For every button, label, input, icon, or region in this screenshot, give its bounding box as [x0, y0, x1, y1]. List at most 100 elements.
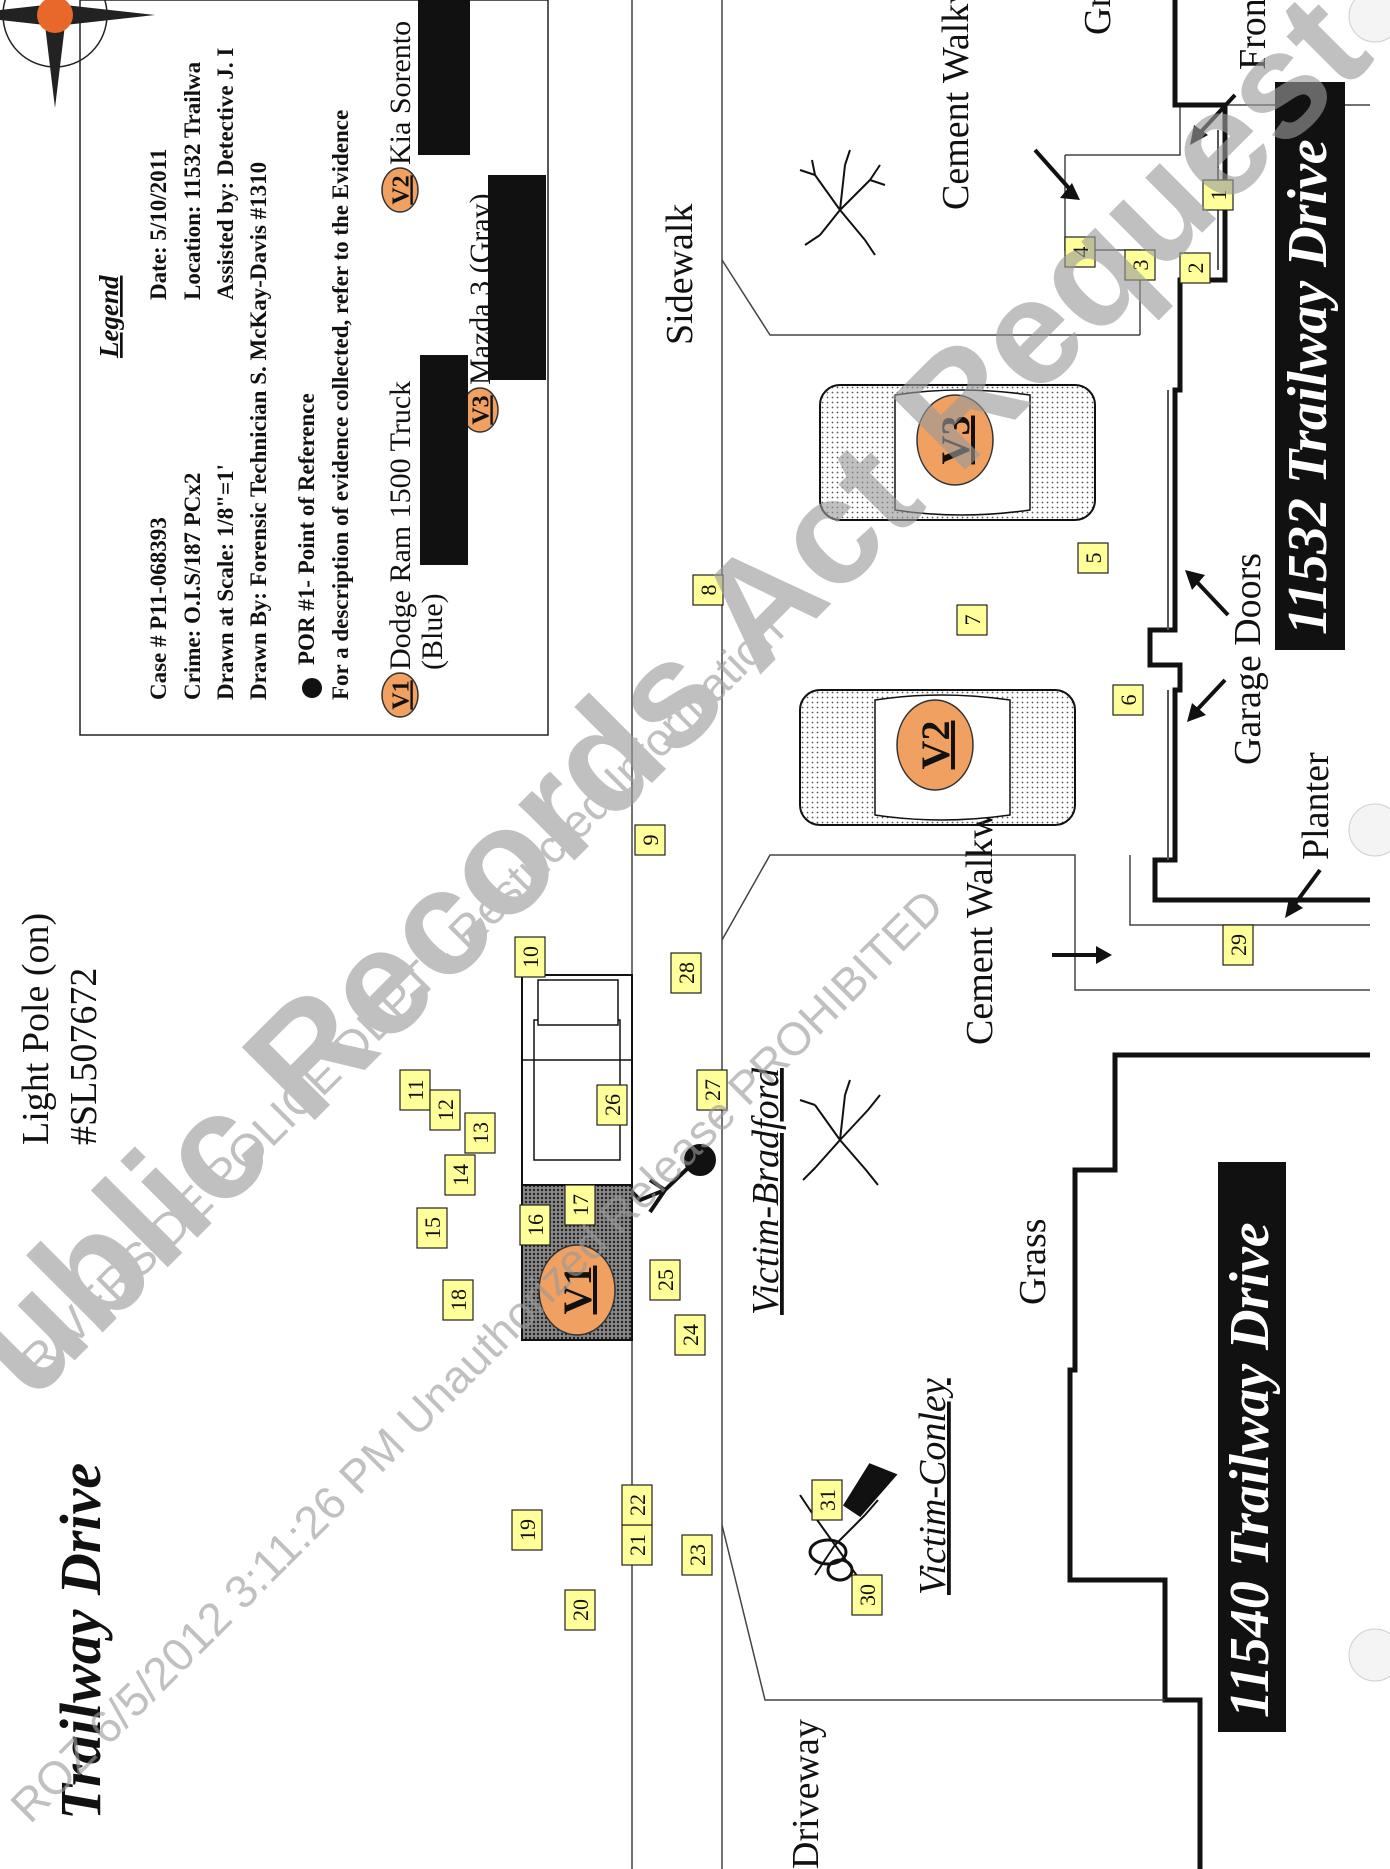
- address-banner-11540: 11540 Trailway Drive: [1218, 1162, 1286, 1732]
- binder-hole: [1348, 1628, 1390, 1682]
- svg-text:29: 29: [1226, 934, 1251, 956]
- svg-text:15: 15: [420, 1217, 445, 1239]
- legend-line: Date: 5/10/2011: [146, 149, 171, 300]
- evidence-marker-15[interactable]: 15: [416, 1207, 448, 1249]
- svg-text:31: 31: [815, 1489, 840, 1511]
- svg-text:1: 1: [1206, 190, 1231, 201]
- evidence-marker-24[interactable]: 24: [674, 1314, 706, 1356]
- evidence-marker-25[interactable]: 25: [649, 1259, 681, 1301]
- address-11540-text: 11540 Trailway Drive: [1219, 1222, 1281, 1718]
- legend-line: Case # P11-068393: [146, 517, 171, 700]
- house-wall-11540: [1067, 1052, 1370, 1869]
- legend-badge-v3: V3: [461, 387, 499, 433]
- victim-bradford-label: Victim-Bradford: [745, 1067, 787, 1315]
- sidewalk-label: Sidewalk: [659, 204, 701, 345]
- evidence-marker-30[interactable]: 30: [851, 1574, 883, 1616]
- evidence-marker-21[interactable]: 21: [621, 1524, 653, 1566]
- evidence-marker-31[interactable]: 31: [811, 1479, 843, 1521]
- address-banner-11532: 11532 Trailway Drive: [1275, 82, 1345, 650]
- legend-box: [79, 0, 549, 736]
- victim-conley-figure-icon: [808, 1463, 898, 1582]
- evidence-marker-2[interactable]: 2: [1179, 252, 1211, 284]
- evidence-marker-10[interactable]: 10: [514, 936, 546, 978]
- svg-text:4: 4: [1068, 247, 1093, 258]
- evidence-marker-11[interactable]: 11: [399, 1069, 431, 1111]
- evidence-marker-22[interactable]: 22: [621, 1484, 653, 1526]
- compass-rose-icon: [0, 0, 155, 108]
- svg-text:2: 2: [1183, 263, 1208, 274]
- evidence-marker-14[interactable]: 14: [444, 1154, 476, 1196]
- svg-text:23: 23: [685, 1544, 710, 1566]
- svg-text:18: 18: [446, 1289, 471, 1311]
- evidence-marker-18[interactable]: 18: [442, 1279, 474, 1321]
- svg-text:24: 24: [678, 1324, 703, 1346]
- svg-text:12: 12: [433, 1099, 458, 1121]
- legend-vehicle-color: (Blue): [416, 593, 449, 670]
- arrow-head-icon: [1060, 183, 1080, 200]
- por-bullet: [302, 678, 322, 698]
- evidence-marker-1[interactable]: 1: [1202, 179, 1234, 211]
- binder-hole: [1348, 0, 1390, 43]
- grass-top-label: Gr: [1077, 0, 1119, 35]
- walkway-outline: [1064, 155, 1141, 335]
- svg-text:27: 27: [700, 1079, 725, 1101]
- svg-text:14: 14: [448, 1164, 473, 1186]
- arrow-head-icon: [1187, 703, 1206, 722]
- legend-line: Drawn By: Forensic Technician S. McKay-D…: [246, 162, 271, 700]
- svg-text:28: 28: [674, 962, 699, 984]
- svg-text:17: 17: [568, 1194, 593, 1216]
- evidence-marker-8[interactable]: 8: [692, 574, 724, 606]
- evidence-marker-17[interactable]: 17: [564, 1184, 596, 1226]
- evidence-marker-29[interactable]: 29: [1222, 924, 1254, 966]
- planter-label: Planter: [1295, 752, 1337, 860]
- garage-doors-label: Garage Doors: [1227, 553, 1269, 765]
- vehicle-badge-v1: V1: [538, 1244, 616, 1336]
- arrow-head-icon: [1096, 946, 1112, 964]
- svg-text:V1: V1: [388, 680, 414, 709]
- vehicle-badge-v3: V3: [916, 394, 994, 486]
- svg-text:13: 13: [468, 1122, 493, 1144]
- arrow-icon: [1193, 578, 1230, 617]
- evidence-marker-7[interactable]: 7: [956, 604, 988, 636]
- legend-line: Location: 11532 Trailwa: [180, 61, 205, 300]
- lot-outline-11540: [721, 1524, 1165, 1701]
- evidence-marker-28[interactable]: 28: [670, 952, 702, 994]
- lot-outline-11532-lower: [721, 854, 1370, 991]
- svg-text:V3: V3: [468, 395, 494, 424]
- evidence-marker-26[interactable]: 26: [596, 1084, 628, 1126]
- evidence-marker-5[interactable]: 5: [1077, 542, 1109, 574]
- evidence-marker-20[interactable]: 20: [564, 1589, 596, 1631]
- legend-vehicle-label: Dodge Ram 1500 Truck: [384, 381, 417, 670]
- evidence-marker-27[interactable]: 27: [696, 1069, 728, 1111]
- arrow-icon: [1193, 678, 1227, 714]
- svg-text:6: 6: [1116, 695, 1141, 706]
- legend-badge-v1: V1: [381, 672, 419, 718]
- svg-text:V3: V3: [933, 416, 978, 465]
- evidence-marker-23[interactable]: 23: [681, 1534, 713, 1576]
- light-pole-id: #SL507672: [63, 968, 105, 1145]
- svg-text:22: 22: [625, 1494, 650, 1516]
- legend-line: For a description of evidence collected,…: [328, 110, 353, 700]
- evidence-marker-16[interactable]: 16: [519, 1204, 551, 1246]
- victim-conley-label: Victim-Conley: [912, 1378, 954, 1595]
- legend-badge-v2: V2: [381, 167, 419, 213]
- svg-text:20: 20: [568, 1599, 593, 1621]
- evidence-marker-3[interactable]: 3: [1124, 249, 1156, 281]
- evidence-marker-4[interactable]: 4: [1064, 236, 1096, 268]
- evidence-marker-6[interactable]: 6: [1112, 684, 1144, 716]
- address-11532-text: 11532 Trailway Drive: [1277, 139, 1339, 635]
- evidence-marker-9[interactable]: 9: [634, 824, 666, 856]
- arrow-head-icon: [1190, 125, 1208, 145]
- svg-text:V2: V2: [388, 175, 414, 204]
- evidence-marker-12[interactable]: 12: [429, 1089, 461, 1131]
- svg-text:26: 26: [600, 1094, 625, 1116]
- svg-text:21: 21: [625, 1534, 650, 1556]
- arrow-head-icon: [1185, 570, 1205, 590]
- front-label: Fron: [1232, 0, 1274, 70]
- planter-outline: [1129, 855, 1370, 926]
- tree-icon: [799, 1079, 881, 1186]
- evidence-marker-19[interactable]: 19: [511, 1509, 543, 1551]
- svg-text:3: 3: [1128, 260, 1153, 271]
- evidence-marker-13[interactable]: 13: [464, 1112, 496, 1154]
